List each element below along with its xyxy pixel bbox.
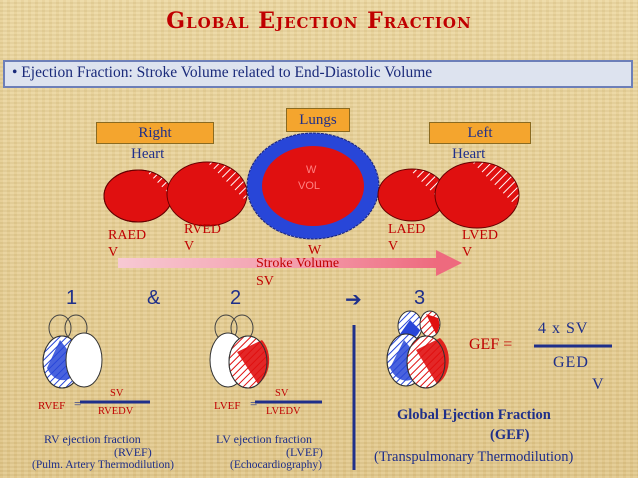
lvef-caption-2: (LVEF) <box>286 445 323 459</box>
rvef-caption-1: RV ejection fraction <box>44 432 141 446</box>
step-ampersand: & <box>147 287 161 309</box>
lung-vol-label: VOL <box>298 180 321 192</box>
gef-denominator-2: V <box>592 376 604 393</box>
right-heart-box: Right <box>96 122 214 144</box>
w-bottom-label: W <box>308 243 322 258</box>
lungs-shape <box>246 132 380 240</box>
raedv-label-1: RAED <box>108 228 147 243</box>
left-heart-label-2: Heart <box>452 146 486 162</box>
stroke-volume-label-2: SV <box>256 274 274 289</box>
right-atrium-shape <box>103 169 173 223</box>
bullet-banner <box>3 60 633 88</box>
gef-lhs: GEF = <box>469 336 513 353</box>
raedv-label-2: V <box>108 245 119 260</box>
gef-numerator: 4 x SV <box>538 320 589 337</box>
lvef-name: LVEF <box>214 400 241 412</box>
heart-rv-figure <box>42 314 103 389</box>
lung-w-label: W <box>306 164 317 176</box>
gef-caption-3: (Transpulmonary Thermodilution) <box>374 449 574 465</box>
rvedv-label-2: V <box>184 239 195 254</box>
gef-caption-2: (GEF) <box>490 427 530 443</box>
lvedv-label-1: LVED <box>462 228 499 243</box>
heart-global-figure <box>386 310 449 389</box>
lvef-denominator: LVEDV <box>266 406 301 417</box>
bullet-text: • Ejection Fraction: Stroke Volume relat… <box>12 64 433 81</box>
laedv-label-2: V <box>388 239 399 254</box>
lvef-caption-1: LV ejection fraction <box>216 432 312 446</box>
right-ventricle-shape <box>166 161 248 227</box>
lungs-box: Lungs <box>286 108 350 132</box>
slide-title: Global Ejection Fraction <box>166 8 472 34</box>
right-heart-label-2: Heart <box>131 146 165 162</box>
stroke-volume-arrow <box>118 250 462 276</box>
step-2: 2 <box>230 287 242 309</box>
lvef-caption-3: (Echocardiography) <box>230 459 322 471</box>
gef-denominator-1: GED <box>553 354 589 371</box>
step-arrow-icon: ➔ <box>345 289 362 311</box>
step-3: 3 <box>414 287 426 309</box>
heart-lv-figure <box>209 314 270 389</box>
lvedv-label-2: V <box>462 245 473 260</box>
left-heart-box: Left <box>429 122 531 144</box>
rvedv-label-1: RVED <box>184 222 221 237</box>
lvef-numerator: SV <box>275 388 289 399</box>
stroke-volume-label-1: Stroke Volume <box>256 256 340 271</box>
rvef-equals: = <box>74 396 82 411</box>
rvef-name: RVEF <box>38 400 66 412</box>
rvef-numerator: SV <box>110 388 124 399</box>
step-1: 1 <box>66 287 78 309</box>
gef-caption-1: Global Ejection Fraction <box>397 407 551 423</box>
rvef-caption-2: (RVEF) <box>114 445 152 459</box>
left-ventricle-shape <box>434 161 520 229</box>
laedv-label-1: LAED <box>388 222 426 237</box>
rvef-caption-3: (Pulm. Artery Thermodilution) <box>32 459 174 471</box>
lvef-equals: = <box>250 396 258 411</box>
rvef-denominator: RVEDV <box>98 406 134 417</box>
